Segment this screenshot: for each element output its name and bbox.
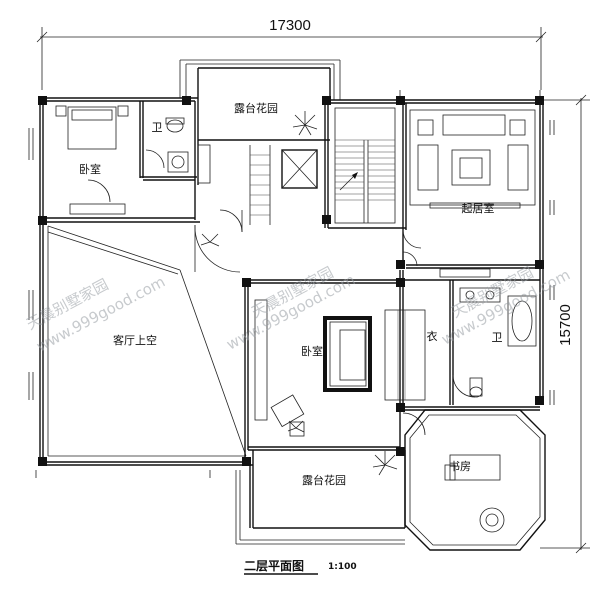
label-void: 客厅上空 [113, 333, 157, 347]
label-terrace-north: 露台花园 [234, 101, 278, 115]
label-study: 书房 [449, 460, 471, 473]
dimension-top: 17300 [36, 17, 547, 90]
staircase [334, 107, 396, 224]
window-marks [28, 90, 555, 478]
drawing-title: 二层平面图 1:100 [244, 559, 357, 575]
label-living-room: 起居室 [462, 201, 495, 215]
label-terrace-south: 露台花园 [302, 473, 346, 487]
furniture [55, 105, 537, 533]
label-bath-nw: 卫 [152, 121, 163, 134]
depth-dimension: 15700 [557, 304, 574, 346]
dimension-right: 15700 [540, 94, 590, 554]
plan-title: 二层平面图 [244, 559, 304, 573]
width-dimension: 17300 [269, 17, 311, 34]
label-master-bedroom: 卧室 [301, 344, 323, 358]
plan-scale: 1:100 [328, 562, 357, 572]
label-closet: 衣 [427, 329, 438, 343]
elevator-shaft [249, 145, 318, 225]
plants [200, 111, 398, 476]
room-labels: 卧室 卫 露台花园 起居室 客厅上空 卧室 衣 卫 露台花园 书房 [79, 101, 503, 487]
label-bath-east: 卫 [492, 331, 503, 344]
columns [38, 96, 544, 466]
label-bedroom-nw: 卧室 [79, 162, 101, 176]
doors [87, 149, 476, 436]
